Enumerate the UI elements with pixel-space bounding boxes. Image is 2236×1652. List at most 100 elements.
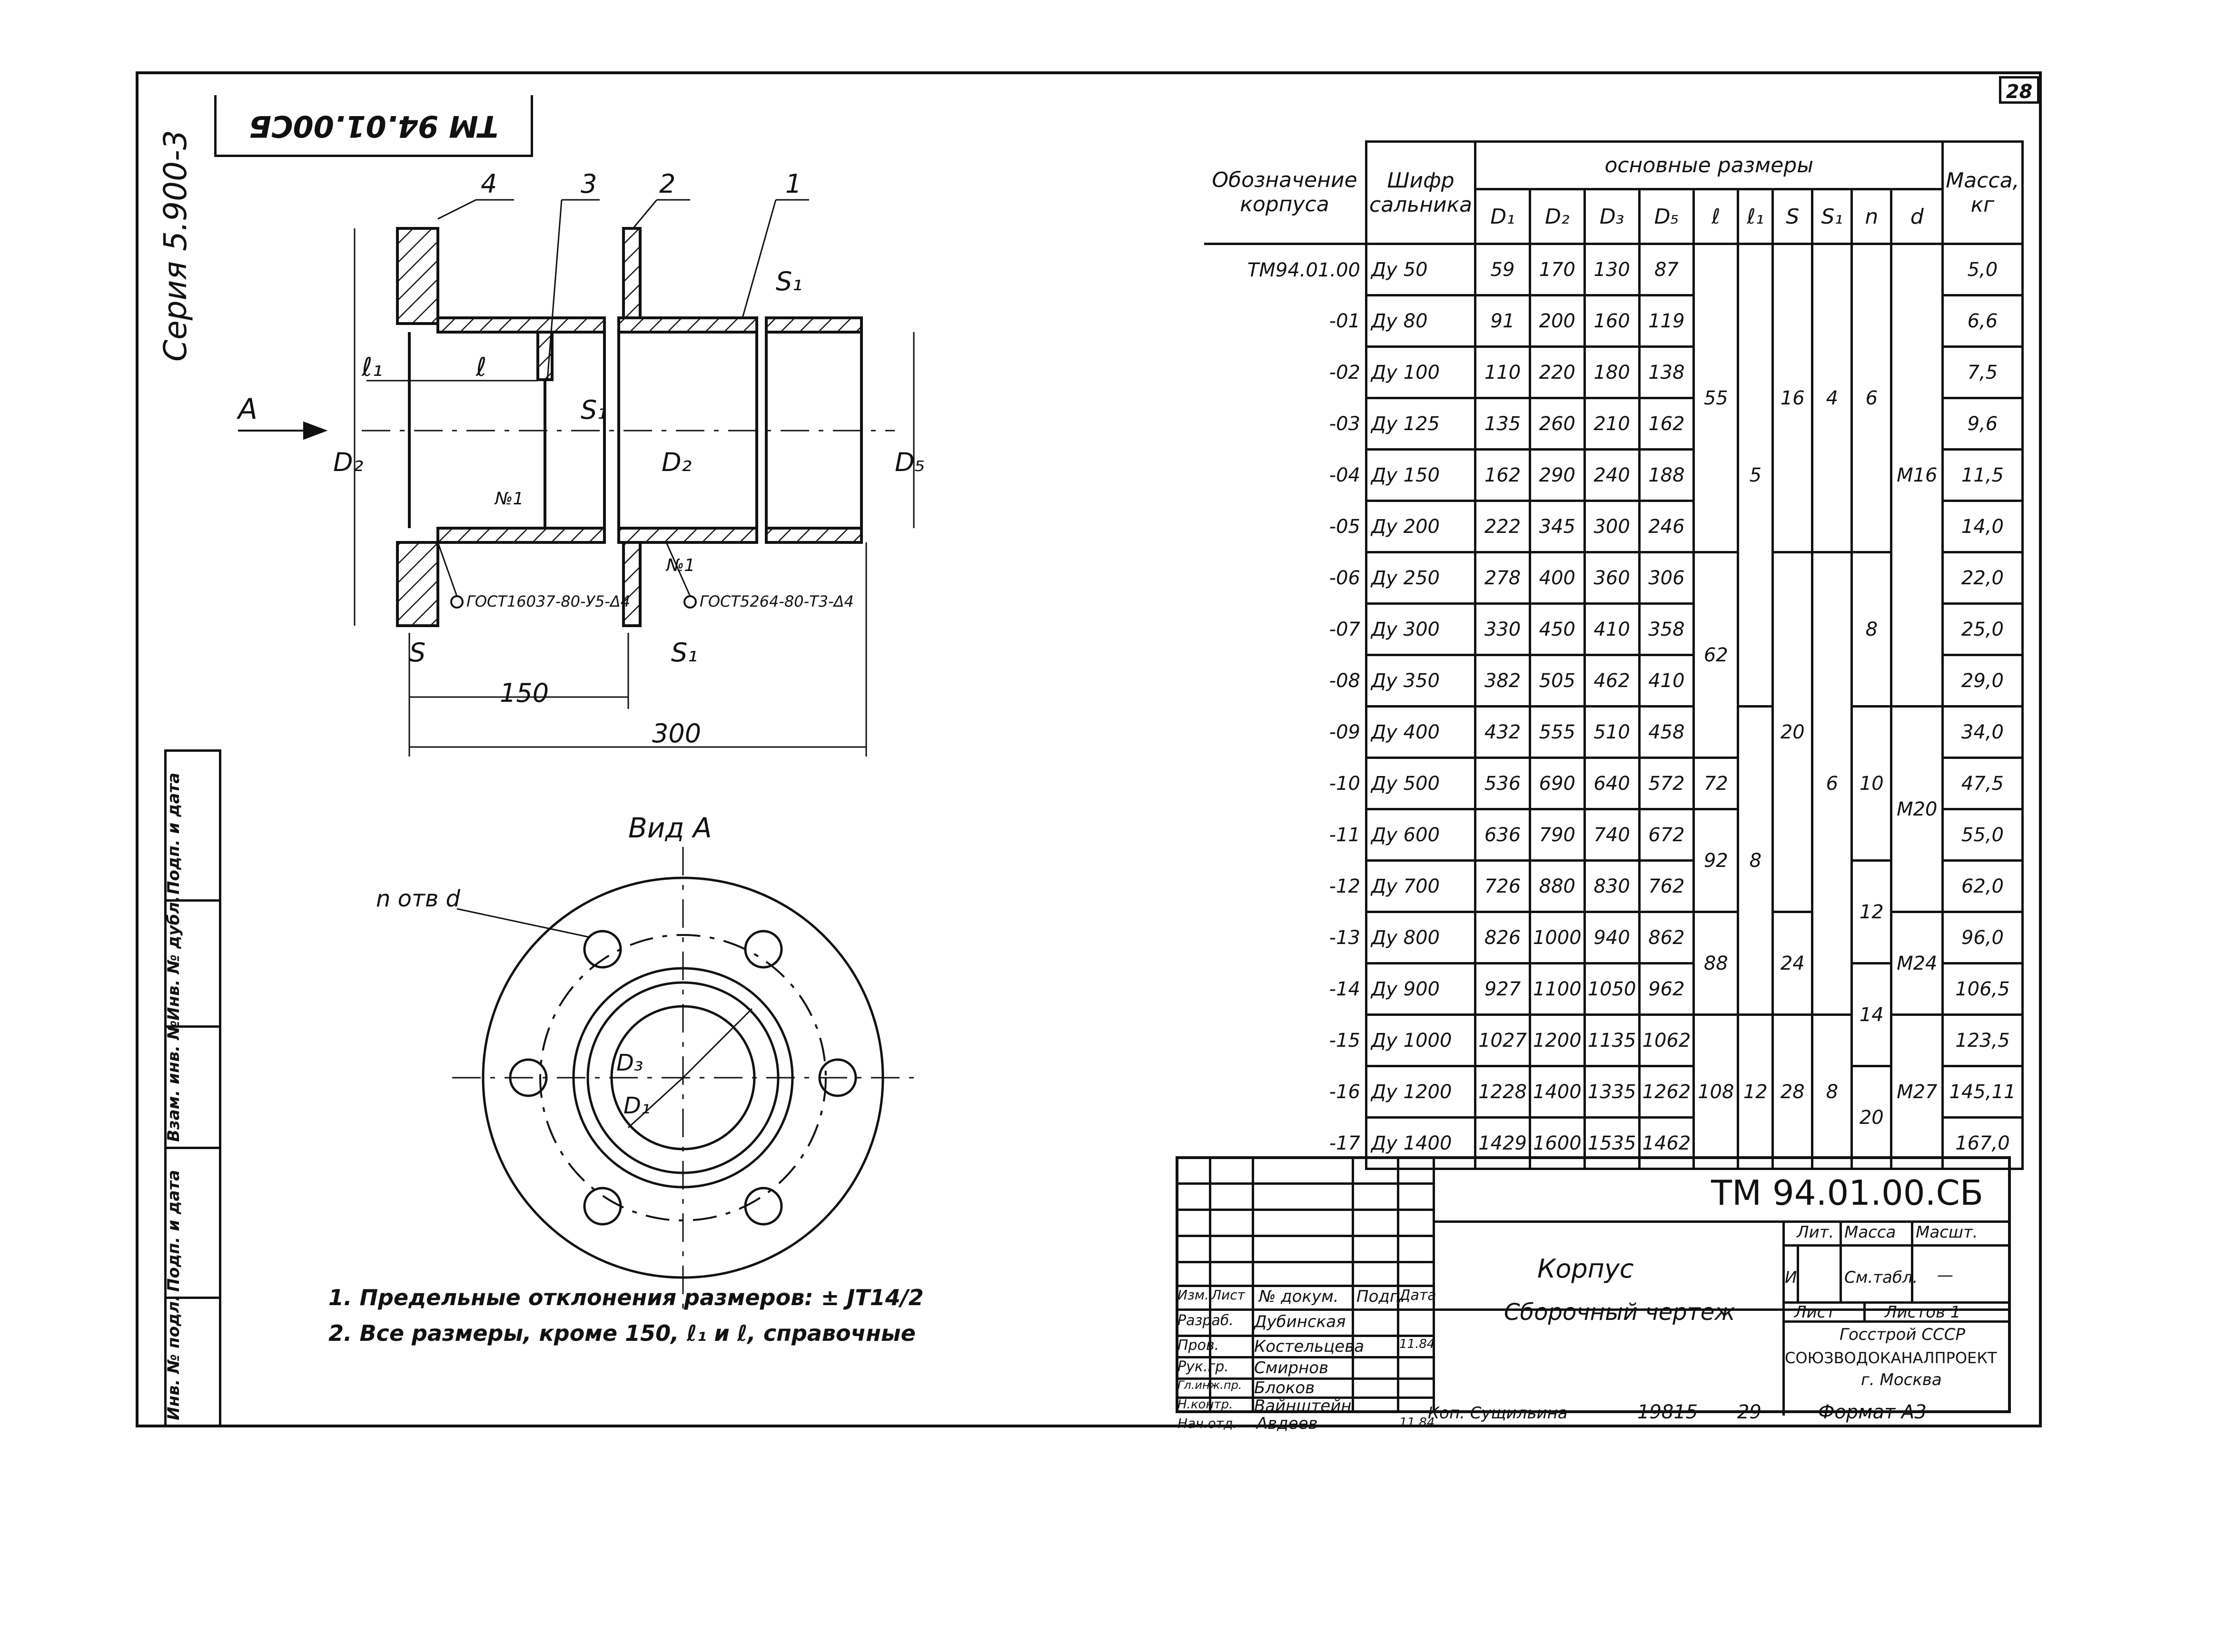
cell-d3: 1135: [1583, 1013, 1641, 1067]
cell-d1: 927: [1474, 962, 1531, 1016]
cell-d1: 726: [1474, 859, 1531, 913]
cell-d1: 1228: [1474, 1065, 1531, 1119]
cell-designation: -12: [1204, 860, 1367, 912]
cell-d1: 278: [1474, 551, 1531, 605]
cell-designation: -11: [1204, 809, 1367, 861]
cell-designation: -04: [1204, 449, 1367, 501]
cell-d1: 135: [1474, 397, 1531, 451]
cell-d5: 162: [1638, 397, 1695, 451]
cell-d2: 345: [1528, 500, 1586, 553]
cell-s1: 4: [1811, 243, 1853, 553]
cell-s1: 8: [1811, 1013, 1853, 1170]
cell-d3: 240: [1583, 448, 1641, 502]
view-a-title: Вид А: [628, 812, 712, 844]
cell-seal: Ду 250: [1365, 551, 1477, 605]
cell-mass: 47,5: [1941, 757, 2024, 810]
cell-designation: ТМ94.01.00: [1204, 244, 1367, 295]
cell-d2: 170: [1528, 243, 1586, 296]
cell-d1: 110: [1474, 345, 1531, 399]
cell-l1: 8: [1737, 705, 1774, 1016]
cell-designation: -17: [1204, 1117, 1367, 1169]
cell-d5: 572: [1638, 757, 1695, 810]
cell-s: 20: [1771, 551, 1814, 913]
cell-d3: 940: [1583, 911, 1641, 964]
cell-d2: 1600: [1528, 1116, 1586, 1170]
cell-d1: 382: [1474, 654, 1531, 708]
cell-mass: 11,5: [1941, 448, 2024, 502]
cell-d1: 432: [1474, 705, 1531, 759]
cell-mass: 106,5: [1941, 962, 2024, 1016]
cell-l: 88: [1692, 911, 1740, 1016]
cell-mass: 62,0: [1941, 859, 2024, 913]
cell-d1: 222: [1474, 500, 1531, 553]
cell-seal: Ду 150: [1365, 448, 1477, 502]
drawing-frame: [136, 71, 2042, 1427]
cell-d2: 200: [1528, 294, 1586, 348]
cell-d2: 555: [1528, 705, 1586, 759]
cell-d1: 330: [1474, 602, 1531, 656]
dim-s1-bottom: S₁: [671, 638, 698, 668]
cell-designation: -09: [1204, 706, 1367, 758]
title-subname: Сборочный чертеж: [1504, 1299, 1735, 1326]
cell-seal: Ду 900: [1365, 962, 1477, 1016]
cell-mass: 14,0: [1941, 500, 2024, 553]
dim-l: ℓ: [475, 352, 486, 382]
footer-sheet: 29: [1737, 1401, 1761, 1423]
weld-n1: №1: [494, 489, 524, 509]
cell-d2: 1200: [1528, 1013, 1586, 1067]
cell-l: 55: [1692, 243, 1740, 553]
cell-d2: 1100: [1528, 962, 1586, 1016]
dim-300: 300: [652, 718, 701, 748]
cell-d1: 536: [1474, 757, 1531, 810]
dim-d2-mid: D₂: [662, 447, 692, 477]
cell-d3: 160: [1583, 294, 1641, 348]
cell-d3: 640: [1583, 757, 1641, 810]
cell-d: M24: [1890, 911, 1944, 1016]
cell-d2: 400: [1528, 551, 1586, 605]
cell-d3: 510: [1583, 705, 1641, 759]
cell-l1: 12: [1737, 1013, 1774, 1170]
cell-d5: 1062: [1638, 1013, 1695, 1067]
cell-d3: 830: [1583, 859, 1641, 913]
cell-mass: 29,0: [1941, 654, 2024, 708]
cell-d2: 290: [1528, 448, 1586, 502]
cell-seal: Ду 800: [1365, 911, 1477, 964]
sheet-number: 28: [1999, 76, 2039, 104]
cell-d2: 880: [1528, 859, 1586, 913]
cell-mass: 22,0: [1941, 551, 2024, 605]
cell-designation: -03: [1204, 398, 1367, 450]
cell-d5: 358: [1638, 602, 1695, 656]
part-label-1: 1: [785, 169, 801, 199]
cell-seal: Ду 600: [1365, 808, 1477, 862]
side-stamp-cell: Инв. № подл.: [164, 1295, 221, 1427]
cell-n: 6: [1850, 243, 1893, 553]
cell-designation: -06: [1204, 552, 1367, 604]
cell-d5: 87: [1638, 243, 1695, 296]
note-1: 1. Предельные отклонения размеров: ± JT1…: [328, 1285, 924, 1310]
dim-d2-left: D₂: [333, 447, 363, 477]
cell-seal: Ду 300: [1365, 602, 1477, 656]
cell-designation: -14: [1204, 963, 1367, 1015]
cell-d3: 1335: [1583, 1065, 1641, 1119]
cell-seal: Ду 1000: [1365, 1013, 1477, 1067]
cell-mass: 6,6: [1941, 294, 2024, 348]
dim-s: S: [409, 638, 425, 668]
cell-seal: Ду 100: [1365, 345, 1477, 399]
weld-right-spec: ГОСТ5264-80-Т3-Δ4: [700, 592, 854, 610]
part-label-4: 4: [481, 169, 497, 199]
cell-seal: Ду 500: [1365, 757, 1477, 810]
footer-number: 19815: [1637, 1401, 1698, 1423]
bolt-hole: [583, 930, 622, 969]
cell-s: 16: [1771, 243, 1814, 553]
